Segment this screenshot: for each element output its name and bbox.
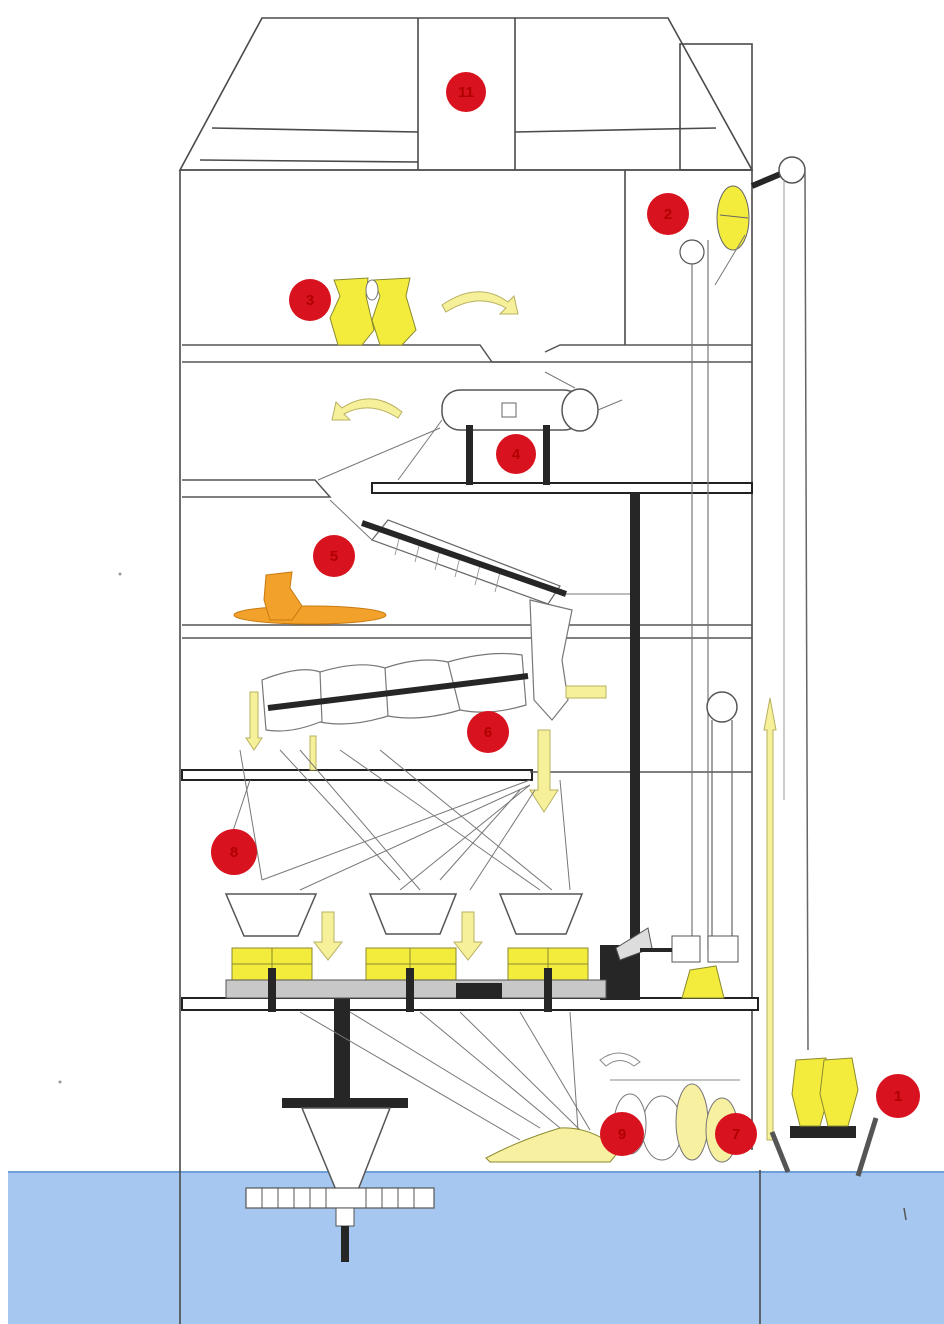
marker-4: 4 (496, 434, 536, 474)
chute (530, 600, 572, 720)
marker-7: 7 (715, 1113, 757, 1155)
speck (119, 573, 122, 576)
speck (59, 1081, 62, 1084)
sifter-shaft (268, 676, 528, 708)
svg-text:5: 5 (330, 548, 338, 565)
svg-text:11: 11 (458, 84, 474, 101)
sack-hoist (680, 157, 808, 1050)
side-arrow (566, 686, 606, 698)
marker-9: 9 (600, 1112, 644, 1156)
marker-2: 2 (647, 193, 689, 235)
marker-11: 11 (446, 72, 486, 112)
flour-pile (486, 1128, 620, 1162)
drive-shaft (282, 493, 640, 1108)
cleaner-drum (318, 372, 622, 485)
curved-arrow-left (332, 399, 402, 420)
svg-text:8: 8 (230, 844, 238, 861)
svg-text:2: 2 (664, 206, 672, 223)
marker-6: 6 (467, 711, 509, 753)
svg-text:7: 7 (732, 1126, 740, 1143)
hoppers (226, 894, 582, 936)
svg-text:9: 9 (618, 1126, 626, 1143)
svg-text:4: 4 (512, 446, 521, 463)
grain-sacks-top (330, 278, 416, 345)
curved-arrow-right (442, 292, 518, 314)
marker-5: 5 (313, 535, 355, 577)
sieve-separator (330, 500, 630, 604)
svg-text:6: 6 (484, 724, 492, 741)
orange-sack (234, 572, 386, 624)
svg-text:1: 1 (894, 1088, 902, 1105)
up-arrow (764, 698, 776, 1140)
marker-1: 1 (876, 1074, 920, 1118)
water-body (8, 1172, 944, 1324)
marker-3: 3 (289, 279, 331, 321)
marker-8: 8 (211, 829, 257, 875)
sack-cart (772, 1058, 876, 1176)
svg-text:3: 3 (306, 292, 314, 309)
